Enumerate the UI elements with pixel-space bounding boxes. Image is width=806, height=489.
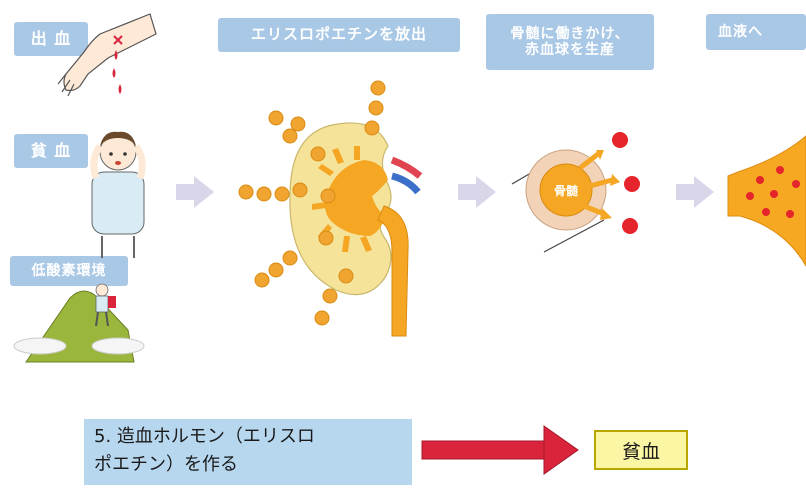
kidney-illustration: [289, 122, 423, 337]
epo-dot: [364, 120, 380, 136]
epo-dot: [318, 230, 334, 246]
epo-dot: [310, 146, 326, 162]
red-blood-cell: [770, 190, 778, 198]
epo-dot: [282, 128, 298, 144]
epo-dot: [268, 262, 284, 278]
bleeding-arm-illustration: [57, 13, 157, 97]
step-marrow-line2: 赤血球を生産: [525, 42, 615, 58]
step-to-blood-label: 血液へ: [706, 14, 806, 50]
red-arrow-icon: [421, 425, 579, 475]
flow-arrow-icon: [458, 176, 496, 208]
result-badge: 貧血: [594, 430, 688, 470]
blood-drop-icon: [114, 50, 118, 60]
red-blood-cell: [612, 132, 628, 148]
epo-dot: [292, 182, 308, 198]
red-blood-cell: [762, 208, 770, 216]
epo-dot: [282, 250, 298, 266]
marrow-center-label: 骨髄: [554, 183, 579, 198]
epo-dot: [368, 100, 384, 116]
mountain-illustration: [13, 283, 145, 363]
cause-bleeding-label: 出 血: [14, 22, 88, 56]
epo-dot: [254, 272, 270, 288]
epo-dot: [274, 186, 290, 202]
step-marrow-line1: 骨髄に働きかけ、: [510, 25, 630, 42]
red-blood-cell: [756, 176, 764, 184]
epo-dot: [322, 288, 338, 304]
cause-anemia-label: 貧 血: [14, 134, 88, 168]
caption-line2: ポエチン）を作る: [94, 454, 238, 475]
red-blood-cell: [622, 218, 638, 234]
blood-vessel-illustration: [727, 135, 806, 267]
epo-dot: [320, 188, 336, 204]
epo-dot: [314, 310, 330, 326]
epo-dot: [268, 110, 284, 126]
epo-dots-group: [238, 80, 386, 326]
blood-drop-icon: [112, 68, 116, 78]
flow-arrow-icon: [676, 176, 714, 208]
red-blood-cell: [792, 180, 800, 188]
caption-line1: 5. 造血ホルモン（エリスロ: [94, 426, 315, 447]
cause-hypoxia-label: 低酸素環境: [10, 256, 128, 286]
red-blood-cell: [624, 176, 640, 192]
step-epo-release-label: エリスロポエチンを放出: [218, 18, 460, 52]
blood-drop-icon: [118, 84, 122, 94]
caption-box: 5. 造血ホルモン（エリスロ ポエチン）を作る: [84, 419, 412, 485]
step-marrow-label: 骨髄に働きかけ、 赤血球を生産: [486, 14, 654, 70]
epo-dot: [290, 116, 306, 132]
epo-dot: [256, 186, 272, 202]
epo-dot: [338, 268, 354, 284]
epo-dot: [238, 184, 254, 200]
red-blood-cell: [746, 192, 754, 200]
bone-marrow-illustration: 骨髄: [511, 132, 640, 253]
epo-dot: [370, 80, 386, 96]
anemic-person-illustration: [90, 131, 146, 258]
flow-arrow-icon: [176, 176, 214, 208]
red-blood-cell: [776, 166, 784, 174]
red-blood-cell: [786, 210, 794, 218]
